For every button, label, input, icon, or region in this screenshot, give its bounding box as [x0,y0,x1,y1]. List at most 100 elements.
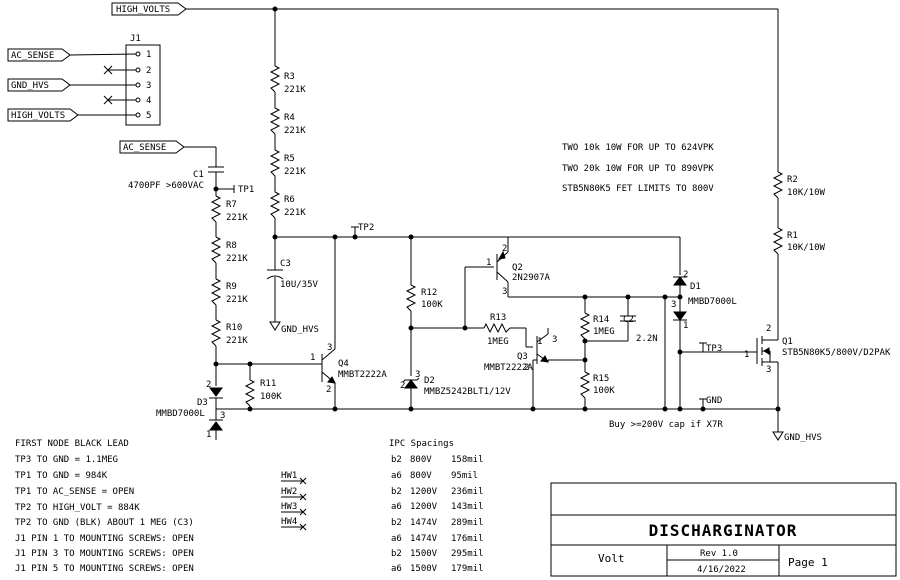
svg-text:2: 2 [146,66,151,76]
j1-ref: J1 [130,34,141,44]
ipc-row: a6 1200V 143mil [391,502,484,512]
transistor-q3: 1 3 2 Q3 MMBT2222A [484,328,585,409]
svg-text:J1 PIN 1 TO MOUNTING SCREWS: O: J1 PIN 1 TO MOUNTING SCREWS: OPEN [15,534,194,544]
svg-text:R2: R2 [787,175,798,185]
svg-text:D1: D1 [690,282,701,292]
svg-text:176mil: 176mil [451,534,484,544]
svg-text:10K/10W: 10K/10W [787,243,826,253]
svg-text:2: 2 [524,363,529,373]
svg-text:C1: C1 [193,170,204,180]
svg-text:TP2 TO GND (BLK) ABOUT 1 MEG (: TP2 TO GND (BLK) ABOUT 1 MEG (C3) [15,518,194,528]
svg-text:TWO 10k 10W FOR UP TO 624VPK: TWO 10k 10W FOR UP TO 624VPK [562,143,714,153]
transistor-q2: 2 1 3 Q2 2N2907A [464,237,680,328]
svg-text:100K: 100K [421,300,443,310]
svg-text:295mil: 295mil [451,549,484,559]
svg-text:MMBD7000L: MMBD7000L [688,297,737,307]
svg-text:TP1: TP1 [238,185,254,195]
svg-text:GND_HVS: GND_HVS [281,325,319,335]
svg-text:R10: R10 [226,323,242,333]
gnd-hvs-symbol-q1: GND_HVS [772,431,822,443]
svg-text:R9: R9 [226,282,237,292]
svg-text:MMBT2222A: MMBT2222A [338,370,387,380]
svg-text:R15: R15 [593,374,609,384]
svg-text:C2: C2 [623,315,634,325]
svg-text:800V: 800V [410,471,432,481]
transistor-q4: 1 3 2 Q4 MMBT2222A [310,237,387,409]
resistor-r13: R13 1MEG [411,313,533,348]
svg-text:D3: D3 [197,398,208,408]
ipc-row: b2 1200V 236mil [391,487,484,497]
zener-d2: 3 2 D2 MMBZ5242BLT1/12V [400,370,511,409]
svg-text:2.2N: 2.2N [636,334,658,344]
svg-text:2: 2 [766,324,771,334]
gnd-rail: GND [216,396,781,412]
svg-text:R5: R5 [284,154,295,164]
svg-text:D2: D2 [424,376,435,386]
j1-high-volts-label: HIGH_VOLTS [7,108,136,122]
high-volts-net-label: HIGH_VOLTS [111,2,187,16]
svg-text:R3: R3 [284,72,295,82]
j1-pin-1: 1 [135,50,151,60]
j1-ac-sense-label: AC_SENSE [7,48,137,62]
capacitor-c3: C3 10U/35V [266,259,319,322]
ipc-row: b2 1474V 289mil [391,518,484,528]
svg-text:1474V: 1474V [410,534,438,544]
svg-text:TP2 TO HIGH_VOLT = 884K: TP2 TO HIGH_VOLT = 884K [15,503,140,513]
tp2-node-wire [272,234,680,240]
svg-text:GND_HVS: GND_HVS [784,433,822,443]
svg-text:MMBZ5242BLT1/12V: MMBZ5242BLT1/12V [424,387,511,397]
resistor-r3: R3 221K [269,65,306,95]
resistor-r5: R5 221K [269,149,306,177]
svg-text:3: 3 [766,365,771,375]
svg-text:2: 2 [400,381,405,391]
title-block: DISCHARGINATOR Volt Rev 1.0 4/16/2022 Pa… [550,482,897,577]
svg-text:1: 1 [310,353,315,363]
svg-text:1500V: 1500V [410,549,438,559]
svg-text:221K: 221K [284,208,306,218]
svg-text:R6: R6 [284,195,295,205]
resistor-r9: R9 221K [210,278,248,306]
testpoint-tp2: TP2 [351,223,374,237]
svg-text:MMBT2222A: MMBT2222A [484,363,533,373]
svg-text:AC_SENSE: AC_SENSE [123,143,166,153]
svg-text:J1 PIN 5 TO MOUNTING SCREWS: O: J1 PIN 5 TO MOUNTING SCREWS: OPEN [15,564,194,574]
svg-text:a6: a6 [391,534,402,544]
capacitor-c1: C1 4700PF >600VAC [128,166,224,196]
svg-text:2N2907A: 2N2907A [512,273,551,283]
j1-pin-3: 3 [135,81,151,91]
svg-text:3: 3 [502,287,507,297]
svg-text:Q1: Q1 [782,337,793,347]
j1-gnd-hvs-label: GND_HVS [7,78,136,92]
svg-text:10K/10W: 10K/10W [787,188,826,198]
hw1: HW1 [281,471,307,485]
svg-text:800V: 800V [410,455,432,465]
svg-text:221K: 221K [226,295,248,305]
svg-text:4: 4 [146,96,151,106]
svg-text:179mil: 179mil [451,564,484,574]
ipc-row: a6 1474V 176mil [391,534,484,544]
resistor-r10: R10 221K [210,319,248,347]
svg-text:10U/35V: 10U/35V [280,280,319,290]
svg-text:IPC Spacings: IPC Spacings [389,439,454,449]
svg-text:1200V: 1200V [410,487,438,497]
svg-text:Q4: Q4 [338,359,349,369]
resistor-r4: R4 221K [269,107,306,136]
resistor-r8: R8 221K [210,236,248,264]
svg-text:R7: R7 [226,200,237,210]
svg-text:1: 1 [683,321,688,331]
mounting-hardware: HW1 HW2 HW3 HW4 [281,471,307,531]
ipc-row: a6 1500V 179mil [391,564,484,574]
svg-text:TP3: TP3 [706,344,722,354]
page-number: Page 1 [788,556,828,569]
svg-text:a6: a6 [391,564,402,574]
svg-text:TP3 TO GND = 1.1MEG: TP3 TO GND = 1.1MEG [15,455,118,465]
svg-text:1: 1 [537,337,542,347]
svg-text:1MEG: 1MEG [593,327,615,337]
svg-text:221K: 221K [284,85,306,95]
svg-text:3: 3 [327,343,332,353]
date: 4/16/2022 [697,565,746,575]
resistor-r15: R15 100K [579,371,615,409]
probe-notes: FIRST NODE BLACK LEAD TP3 TO GND = 1.1ME… [15,439,194,574]
resistor-r6: R6 221K [269,191,306,219]
